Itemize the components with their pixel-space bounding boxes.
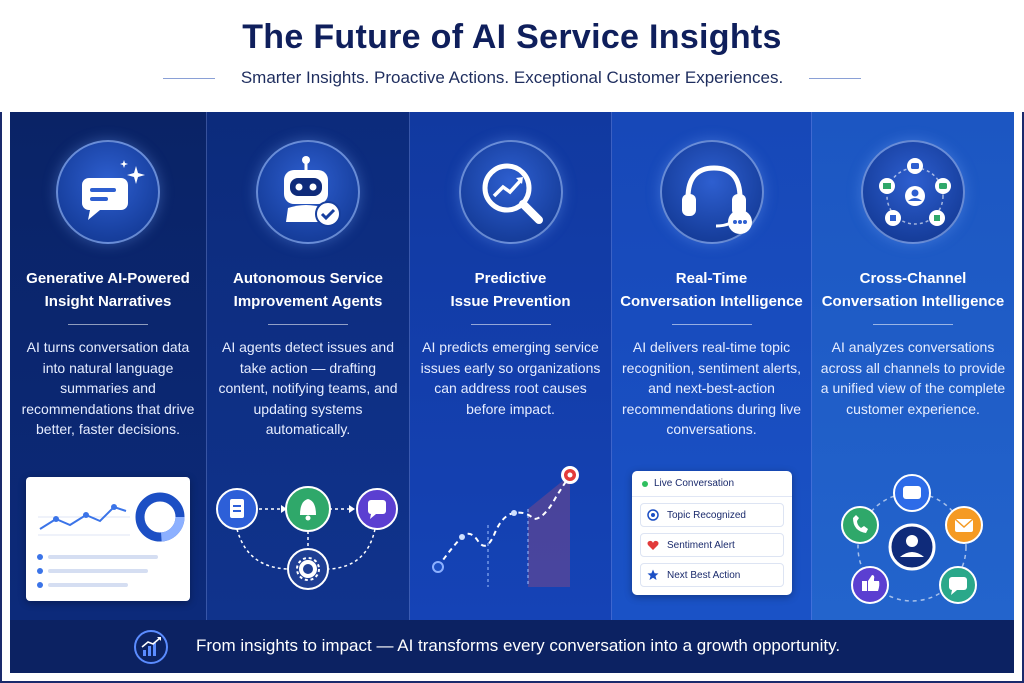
magnifier-trend-icon <box>458 140 563 244</box>
live-row-label: Topic Recognized <box>667 509 746 521</box>
live-conversation-header: Live Conversation <box>632 471 792 497</box>
page-subtitle: Smarter Insights. Proactive Actions. Exc… <box>240 68 784 87</box>
channel-network-icon <box>861 140 965 244</box>
header: The Future of AI Service Insights Smarte… <box>0 0 1024 112</box>
robot-check-icon <box>256 140 360 244</box>
page-title: The Future of AI Service Insights <box>242 18 782 56</box>
growth-chart-icon <box>134 630 168 664</box>
live-row-label: Sentiment Alert <box>667 539 735 551</box>
subtitle-row: Smarter Insights. Proactive Actions. Exc… <box>0 66 1024 90</box>
panel-divider <box>470 324 551 325</box>
heart-icon <box>647 540 659 550</box>
panel-title-line2: Conversation Intelligence <box>620 293 803 310</box>
subtitle-line-left <box>162 77 215 79</box>
panel-description: AI turns conversation data into natural … <box>21 339 195 437</box>
headset-icon <box>659 140 764 244</box>
trend-illustration <box>410 457 611 617</box>
panel-title: Predictive Issue Prevention <box>410 267 611 313</box>
panel-title: Real-Time Conversation Intelligence <box>612 267 811 313</box>
live-conversation-illustration: Live Conversation Topic Recognized Senti… <box>612 457 811 617</box>
subtitle-line-right <box>809 77 862 79</box>
panel-divider <box>671 324 752 325</box>
live-row-sentiment: Sentiment Alert <box>640 533 784 557</box>
panel-description: AI predicts emerging service issues earl… <box>420 339 601 417</box>
chat-sparkle-icon <box>56 140 160 244</box>
panel-description: AI agents detect issues and take action … <box>218 339 398 437</box>
panel-generative-narratives: Generative AI-Powered Insight Narratives… <box>10 112 207 620</box>
panel-title-line1: Autonomous Service <box>232 270 384 287</box>
panel-title-line2: Improvement Agents <box>233 293 383 310</box>
dashboard-card <box>26 477 190 601</box>
panel-description: AI delivers real-time topic recognition,… <box>622 339 801 437</box>
channels-illustration <box>812 457 1014 617</box>
panel-title-line1: Real-Time <box>675 270 748 287</box>
live-row-topic: Topic Recognized <box>640 503 784 527</box>
panel-title-line1: Cross-Channel <box>859 270 967 287</box>
live-conversation-title: Live Conversation <box>654 478 735 489</box>
panel-autonomous-agents: Autonomous Service Improvement Agents AI… <box>207 112 410 620</box>
panel-title: Autonomous Service Improvement Agents <box>207 267 409 313</box>
panel-title: Cross-Channel Conversation Intelligence <box>812 267 1014 313</box>
dashboard-illustration <box>10 457 206 617</box>
panel-divider <box>873 324 953 325</box>
panel-title-line2: Insight Narratives <box>44 293 172 310</box>
panel-title-line1: Generative AI-Powered <box>26 270 190 287</box>
live-conversation-card: Live Conversation Topic Recognized Senti… <box>632 471 792 595</box>
panel-realtime-intelligence: Real-Time Conversation Intelligence AI d… <box>612 112 812 620</box>
feature-panels: Generative AI-Powered Insight Narratives… <box>10 112 1014 620</box>
live-row-next-action: Next Best Action <box>640 563 784 587</box>
target-icon <box>647 509 659 521</box>
footer-banner: From insights to impact — AI transforms … <box>10 620 1014 673</box>
panel-description: AI analyzes conversations across all cha… <box>820 339 1006 417</box>
panel-predictive-prevention: Predictive Issue Prevention AI predicts … <box>410 112 612 620</box>
panel-title: Generative AI-Powered Insight Narratives <box>10 267 206 313</box>
star-icon <box>647 569 659 580</box>
panel-cross-channel: Cross-Channel Conversation Intelligence … <box>812 112 1014 620</box>
workflow-illustration <box>207 457 409 617</box>
live-row-label: Next Best Action <box>667 569 741 581</box>
panel-title-line2: Conversation Intelligence <box>821 293 1005 310</box>
panel-divider <box>68 324 148 325</box>
panel-title-line2: Issue Prevention <box>450 293 571 310</box>
panel-title-line1: Predictive <box>474 270 547 287</box>
footer-tagline: From insights to impact — AI transforms … <box>196 636 841 655</box>
panel-divider <box>268 324 348 325</box>
live-status-dot <box>642 480 648 487</box>
